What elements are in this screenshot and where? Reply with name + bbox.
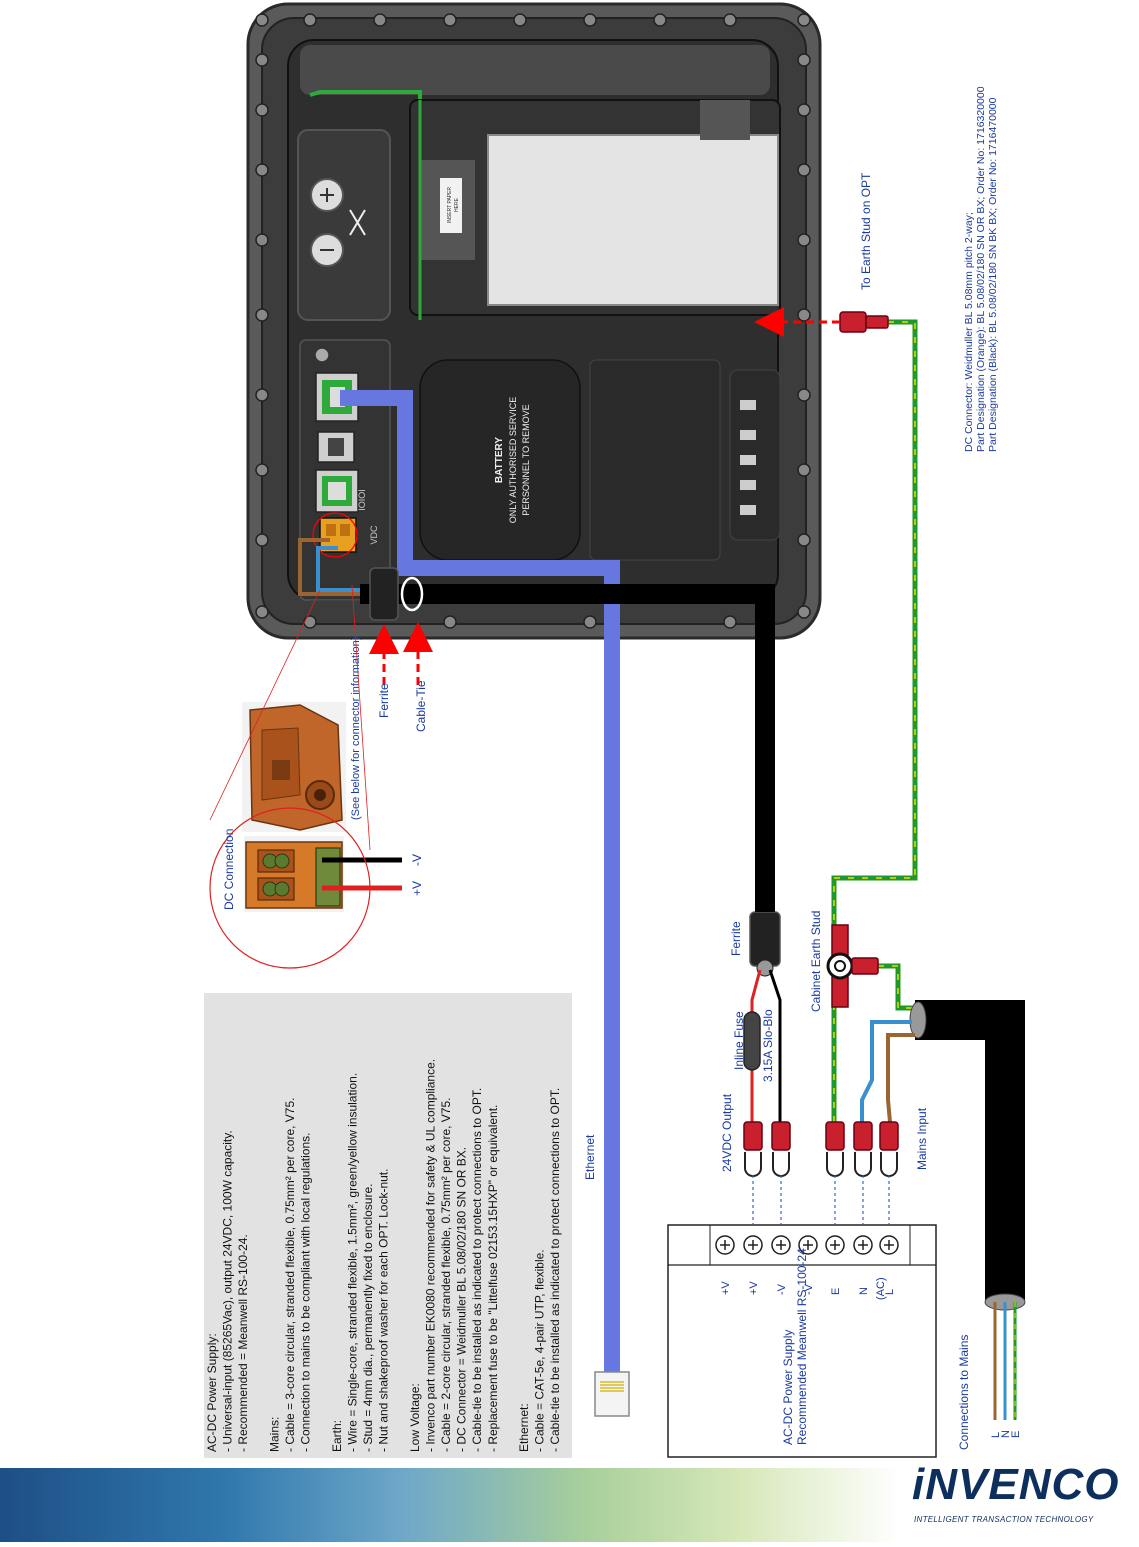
psu-terminal-label: +V bbox=[748, 1281, 760, 1295]
spec-notes: AC-DC Power Supply:- Universal-input (85… bbox=[205, 1059, 562, 1452]
dc-connector-notes: DC Connector: Weidmuller BL 5.08mm pitch… bbox=[963, 86, 999, 452]
logo-tagline: INTELLIGENT TRANSACTION TECHNOLOGY bbox=[914, 1515, 1094, 1524]
plus-v-label: +V bbox=[410, 881, 424, 896]
mains-e-label: E bbox=[1010, 1431, 1022, 1438]
24vdc-output-label: 24VDC Output bbox=[720, 1093, 734, 1172]
invenco-logo: iNVENCO INTELLIGENT TRANSACTION TECHNOLO… bbox=[912, 1460, 1137, 1530]
spec-note-line: - Nut and shakeproof washer for each OPT… bbox=[377, 1169, 391, 1452]
spec-note-line: - Cable-tie to be installed as indicated… bbox=[548, 1088, 562, 1452]
spec-note-line: - Replacement fuse to be "Littelfuse 021… bbox=[486, 1105, 500, 1452]
spec-note-line: - Cable = CAT-5e, 4-pair UTP, flexible. bbox=[533, 1249, 547, 1452]
dc-note-line: DC Connector: Weidmuller BL 5.08mm pitch… bbox=[963, 212, 975, 452]
dc-connection-label: DC Connection bbox=[222, 829, 236, 910]
minus-v-label: -V bbox=[410, 854, 424, 866]
mains-input-label: Mains Input bbox=[915, 1107, 929, 1170]
vdc-label: VDC bbox=[369, 525, 379, 545]
mains-cable bbox=[915, 1000, 1025, 1300]
inline-fuse-label: Inline Fuse bbox=[732, 1011, 746, 1070]
fuse-rating-label: 3.15A Slo-Blo bbox=[761, 1009, 775, 1082]
spec-note-line: Mains: bbox=[267, 1417, 281, 1452]
ethernet-label: Ethernet bbox=[583, 1134, 597, 1180]
to-earth-stud-label: To Earth Stud on OPT bbox=[859, 172, 873, 290]
frame-screws bbox=[255, 13, 811, 629]
cabinet-earth-stud-label: Cabinet Earth Stud bbox=[809, 911, 823, 1012]
ferrite-bottom bbox=[749, 911, 781, 967]
psu-title-label: AC-DC Power Supply bbox=[781, 1330, 795, 1445]
see-below-label: (See below for connector information) bbox=[350, 637, 362, 820]
spec-note-line: - Recommended = Meanwell RS-100-24. bbox=[236, 1234, 250, 1452]
rj45-plug bbox=[594, 1371, 630, 1417]
spec-notes-box bbox=[204, 993, 572, 1458]
connections-to-mains-label: Connections to Mains bbox=[957, 1335, 971, 1450]
psu-terminal-label: -V bbox=[803, 1283, 815, 1295]
earth-wire-opt bbox=[831, 319, 918, 938]
spec-note-line: - Cable-tie to be installed as indicated… bbox=[470, 1088, 484, 1452]
cabinet-earth-stud bbox=[826, 924, 879, 1008]
ethernet-cable bbox=[340, 390, 620, 1392]
ferrite-bottom-label: Ferrite bbox=[729, 921, 743, 956]
ac-label: (AC) bbox=[875, 1277, 887, 1300]
spec-note-line: - Connection to mains to be compliant wi… bbox=[299, 1133, 313, 1453]
spec-note-line: - Wire = Single-core, stranded flexible,… bbox=[345, 1073, 359, 1452]
insert-paper-label: INSERT PAPER bbox=[447, 187, 453, 224]
dc-cable bbox=[360, 584, 775, 900]
mains-n-label: N bbox=[1000, 1430, 1012, 1438]
insert-paper-here: HERE bbox=[454, 197, 460, 212]
opt-unit: INSERT PAPER HERE IOIOI VDC BATTERY ONLY… bbox=[246, 2, 822, 640]
dc-connector-detail bbox=[209, 584, 402, 969]
spec-note-line: - Cable = 2-core circular, stranded flex… bbox=[439, 1098, 453, 1453]
psu-terminal-label: +V bbox=[720, 1281, 732, 1295]
footer-gradient-band bbox=[0, 1468, 900, 1542]
svg-text:IOIOI: IOIOI bbox=[357, 489, 367, 511]
battery-label: BATTERY bbox=[494, 437, 505, 483]
spec-note-line: Earth: bbox=[330, 1420, 344, 1452]
battery-warning-2: PERSONNEL TO REMOVE bbox=[521, 404, 531, 515]
cable-tie-label: Cable-Tie bbox=[414, 680, 428, 732]
psu-recommended-label: Recommended Meanwell RS-100-24 bbox=[795, 1248, 809, 1445]
dc-note-line: Part Designation (Orange): BL 5.08/02/18… bbox=[975, 86, 987, 452]
spec-note-line: - Stud = 4mm dia., permanently fixed to … bbox=[361, 1184, 375, 1452]
spec-note-line: Low Voltage: bbox=[408, 1383, 422, 1452]
battery-warning-1: ONLY AUTHORISED SERVICE bbox=[508, 397, 518, 524]
spec-note-line: - Invenco part number EK0080 recommended… bbox=[423, 1059, 437, 1452]
logo-wordmark: iNVENCO bbox=[912, 1460, 1120, 1509]
psu-terminal-label: -V bbox=[776, 1283, 788, 1295]
dc-note-line: Part Designation (Black): BL 5.08/02/180… bbox=[987, 97, 999, 452]
spec-note-line: - Universal-input (85265Vac), output 24V… bbox=[221, 1130, 235, 1452]
psu-box bbox=[667, 1224, 937, 1458]
terminal-labels: +V +V -V -V E N L bbox=[720, 1281, 896, 1295]
psu-terminal-label: E bbox=[830, 1288, 842, 1295]
psu-terminal-label: N bbox=[858, 1287, 870, 1295]
spec-note-line: - Cable = 3-core circular, stranded flex… bbox=[283, 1098, 297, 1453]
spec-note-line: AC-DC Power Supply: bbox=[205, 1333, 219, 1452]
spec-note-line: - DC Connector = Weidmuller BL 5.08/02/1… bbox=[455, 1147, 469, 1452]
spec-note-line: Ethernet: bbox=[517, 1403, 531, 1452]
psu-terminal-label: L bbox=[884, 1289, 896, 1295]
fork-terminals bbox=[743, 1121, 899, 1151]
inline-fuse bbox=[743, 1011, 761, 1071]
mains-l-label: L bbox=[990, 1432, 1002, 1438]
ferrite-top-label: Ferrite bbox=[377, 683, 391, 718]
ferrite-top bbox=[369, 567, 399, 621]
